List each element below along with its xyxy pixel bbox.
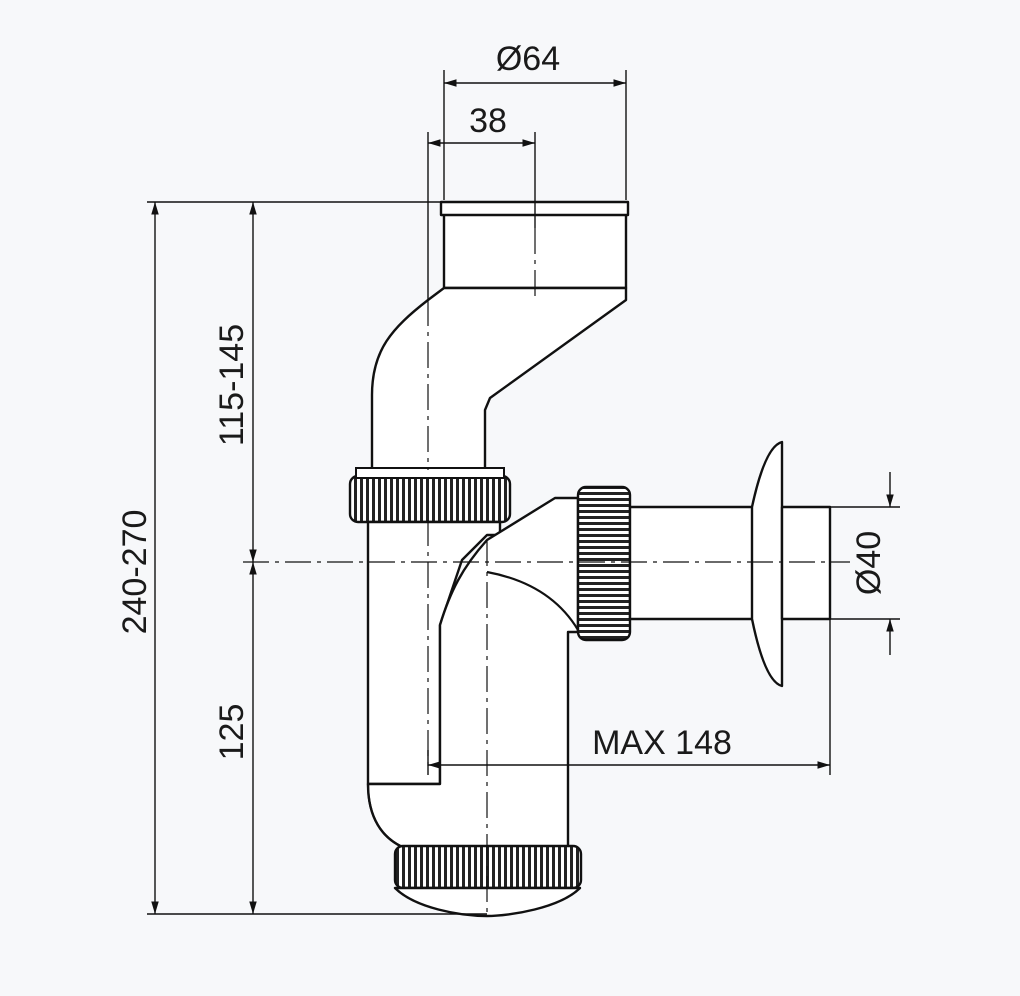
dimension-lines: [147, 70, 900, 915]
side-pipe: [628, 505, 756, 621]
center-lines: [243, 228, 850, 916]
dim-total-height: 240-270: [116, 510, 154, 635]
dim-side-outlet-diameter: Ø40: [850, 531, 888, 595]
wall-tube: [780, 505, 832, 621]
siphon-body: [348, 200, 832, 918]
wall-flange: [750, 440, 784, 688]
dim-outlet-diameter: Ø64: [496, 40, 560, 78]
offset-elbow: [370, 286, 628, 474]
dim-max-width: MAX 148: [592, 724, 732, 762]
side-nut: [576, 485, 632, 642]
dim-upper-height: 115-145: [213, 324, 251, 446]
upper-nut: [348, 474, 512, 524]
bottom-nut: [393, 844, 583, 890]
dim-offset: 38: [469, 102, 507, 140]
dim-lower-height: 125: [213, 704, 251, 761]
